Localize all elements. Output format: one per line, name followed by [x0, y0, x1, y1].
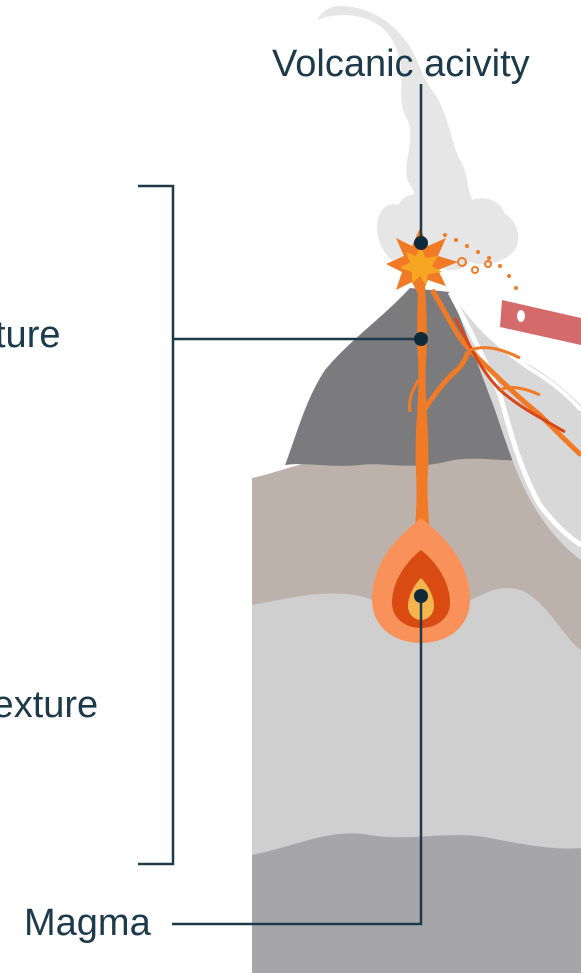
label-volcanic-activity: Volcanic acivity: [272, 42, 530, 86]
dot-magma: [414, 589, 428, 603]
dot-volcanic-activity: [414, 236, 428, 250]
label-upper-texture: xture: [0, 313, 60, 357]
rock-layer-base: [252, 833, 581, 973]
bracket: [138, 186, 173, 864]
dot-texture: [414, 332, 428, 346]
label-magma: Magma: [24, 901, 151, 945]
label-lower-texture: texture: [0, 683, 98, 727]
